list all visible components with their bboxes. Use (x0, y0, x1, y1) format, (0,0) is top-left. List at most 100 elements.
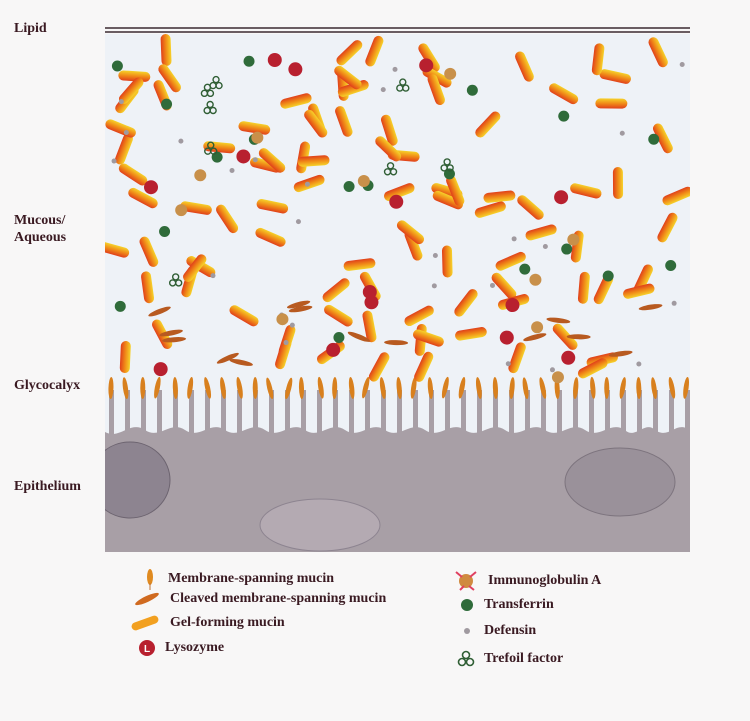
cleaved-mucin (638, 304, 663, 311)
gel-forming-mucin (455, 327, 487, 341)
gel-forming-mucin (454, 289, 478, 317)
gel-forming-mucin (495, 251, 526, 271)
cleaved-mucin (347, 331, 371, 342)
gel-forming-mucin (158, 64, 181, 93)
membrane-mucin (573, 377, 579, 400)
microvillus (173, 390, 178, 435)
trefoil-lobe (402, 84, 410, 92)
transferrin (211, 151, 223, 163)
gel-forming-mucin (491, 272, 517, 300)
legend-trefoil: Trefoil factor (456, 649, 563, 669)
epithelium-layer (105, 427, 690, 552)
gel-forming-mucin (160, 34, 172, 67)
transferrin (343, 181, 355, 193)
membrane-mucin (108, 377, 114, 399)
gel-forming-mucin (304, 109, 328, 138)
gel-forming-mucin (483, 190, 516, 203)
lysozyme (362, 284, 377, 299)
legend-label: Membrane-spanning mucin (168, 571, 335, 586)
membrane-mucin (509, 377, 515, 400)
gel-forming-mucin (229, 305, 259, 327)
microvillus (285, 390, 290, 435)
gel-forming-mucin (365, 35, 384, 67)
trefoil-lobe (174, 279, 183, 287)
svg-text:L: L (144, 644, 150, 655)
defensin (229, 167, 235, 173)
legend-transferrin: Transferrin (458, 596, 554, 614)
gel-forming-mucin (139, 236, 159, 267)
gel-forming-mucin (280, 93, 312, 109)
microvillus (253, 390, 258, 435)
trefoil-icon (457, 650, 475, 667)
trefoil-lobe (399, 78, 407, 86)
microvillus (141, 390, 146, 435)
microvillus (573, 390, 578, 435)
transferrin (602, 270, 614, 282)
gel-forming-mucin (368, 352, 390, 382)
defensin (432, 253, 438, 259)
gel-mucin-icon (131, 615, 159, 631)
legend-membrane-mucin: Membrane-spanning mucin (140, 568, 334, 590)
defensin (252, 157, 258, 163)
immunoglobulin-a-icon (455, 571, 477, 591)
defensin (636, 361, 642, 367)
microvillus (125, 390, 130, 435)
nucleus (105, 441, 171, 519)
cleaved-mucin (286, 300, 311, 309)
membrane-mucin (683, 376, 690, 399)
lysozyme (561, 350, 576, 365)
gel-forming-mucin (119, 341, 131, 374)
microvillus (317, 390, 322, 435)
trefoil-factor (203, 100, 217, 115)
transferrin (519, 263, 531, 275)
defensin (619, 130, 625, 136)
gel-forming-mucin (334, 65, 362, 90)
legend-label: Cleaved membrane-spanning mucin (170, 591, 387, 606)
membrane-mucin (522, 377, 529, 400)
trefoil-lobe (212, 75, 220, 84)
transferrin (161, 98, 173, 110)
microvillus (621, 390, 626, 435)
membrane-mucin (651, 377, 657, 400)
cleaved-mucin (148, 306, 171, 317)
gel-forming-mucin (343, 258, 376, 271)
microvillus (349, 390, 354, 435)
microvillus (301, 390, 306, 435)
microvillus (477, 390, 482, 435)
gel-forming-mucin (570, 183, 602, 199)
gel-forming-mucin (118, 70, 151, 82)
immunoglobulin-a (357, 175, 370, 188)
defensin (431, 283, 437, 289)
transferrin (114, 300, 126, 312)
gel-forming-mucin (515, 51, 534, 82)
microvillus (157, 390, 162, 435)
transferrin (665, 259, 677, 271)
gel-forming-mucin (250, 157, 282, 173)
trefoil-lobe (171, 273, 180, 281)
defensin (111, 158, 117, 164)
microvillus (541, 390, 546, 435)
membrane-mucin (458, 377, 466, 399)
membrane-mucin (317, 376, 324, 399)
aqueous-layer (105, 34, 690, 434)
gel-forming-mucin (362, 310, 377, 343)
microvillus (109, 390, 114, 435)
gel-forming-mucin (118, 163, 148, 186)
defensin (118, 99, 124, 105)
gel-forming-mucin (623, 283, 655, 299)
microvillus (509, 390, 514, 435)
gel-forming-mucin (652, 123, 673, 154)
microvillus (653, 390, 658, 435)
trefoil-factor (396, 78, 410, 92)
cleaved-mucin (523, 333, 547, 342)
trefoil-lobe (206, 89, 215, 98)
immunoglobulin-a (175, 204, 188, 217)
gel-forming-mucin (404, 305, 434, 327)
microvillus (429, 390, 434, 435)
lysozyme (419, 58, 434, 73)
membrane-mucin-icon (147, 569, 153, 590)
microvillus (445, 390, 450, 435)
membrane-mucin (285, 377, 293, 400)
cleaved-mucin (229, 358, 253, 366)
trefoil-lobe (389, 168, 398, 176)
